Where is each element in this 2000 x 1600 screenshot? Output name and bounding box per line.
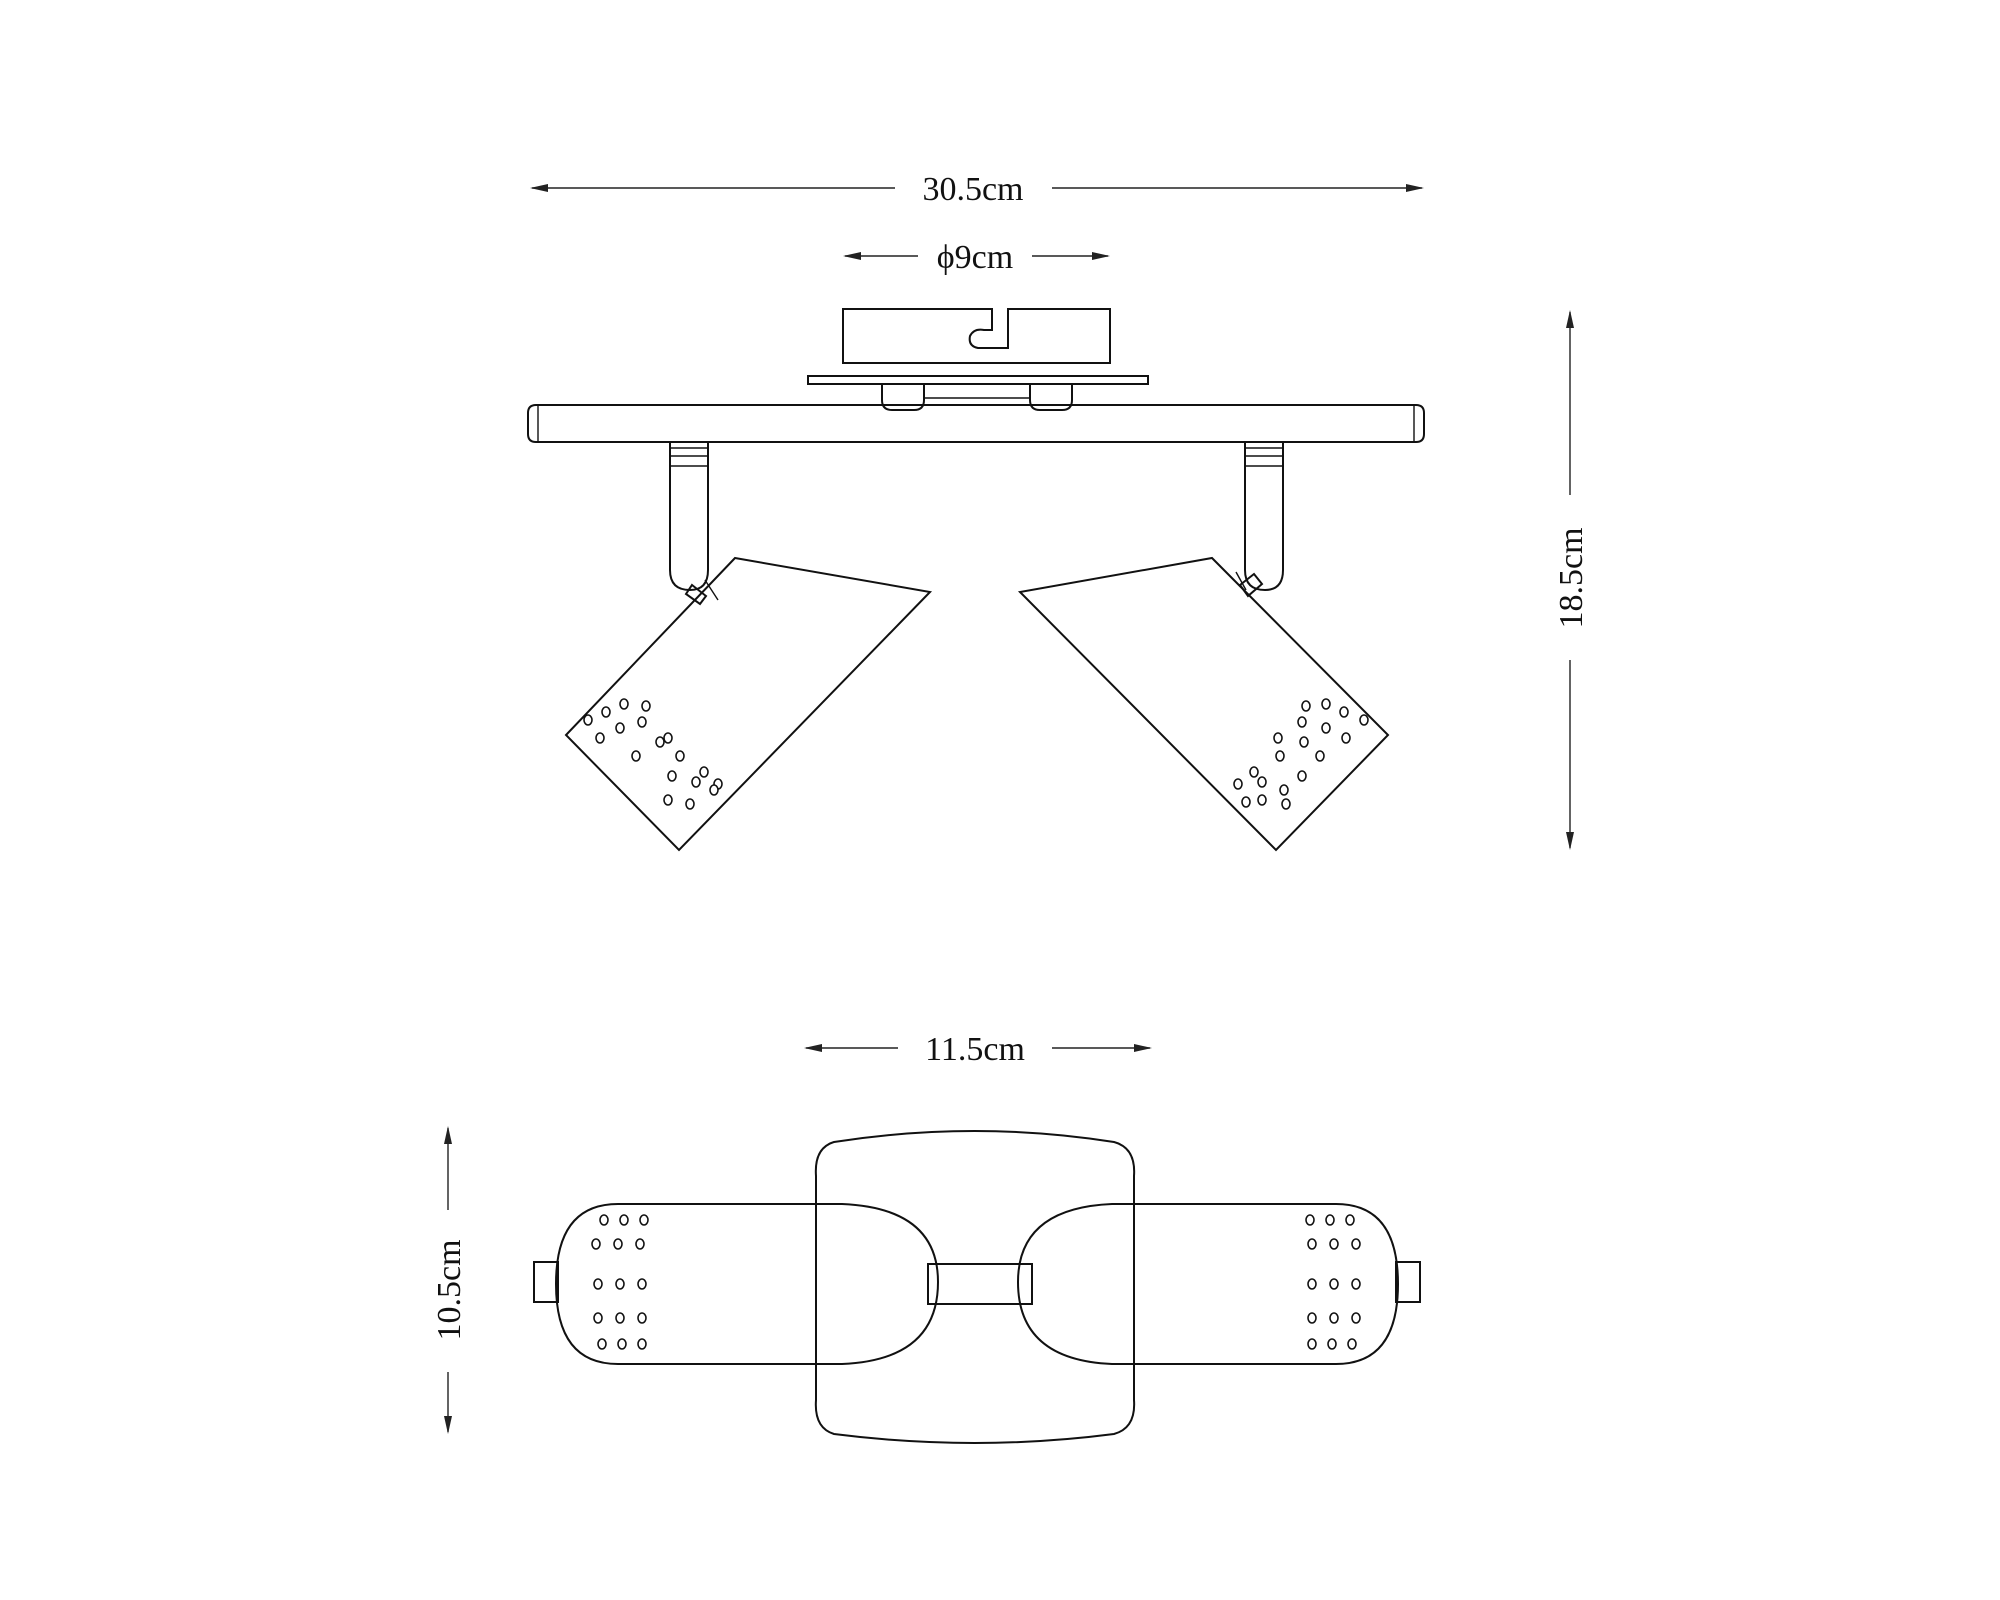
perforation-hole bbox=[593, 1312, 603, 1324]
perforation-hole bbox=[655, 736, 665, 748]
perforation-hole bbox=[1325, 1214, 1335, 1226]
perforation-hole bbox=[1341, 732, 1351, 744]
perforation-hole bbox=[641, 700, 651, 712]
perforation-hole bbox=[1279, 784, 1289, 796]
perforation-hole bbox=[599, 1214, 609, 1226]
perforation-hole bbox=[637, 1278, 647, 1290]
depth-width-label: 11.5cm bbox=[925, 1031, 1025, 1068]
perforation-hole bbox=[615, 1278, 625, 1290]
perforation-hole bbox=[1297, 716, 1307, 728]
perforation-hole bbox=[1329, 1238, 1339, 1250]
perforation-hole bbox=[1297, 770, 1307, 782]
perforation-hole bbox=[1307, 1238, 1317, 1250]
left-shade-top bbox=[554, 1203, 940, 1365]
overall-width-dimension: 30.5cm bbox=[530, 171, 1424, 208]
perforation-hole bbox=[617, 1338, 627, 1350]
perforation-hole bbox=[597, 1338, 607, 1350]
perforation-hole bbox=[601, 706, 611, 718]
height-label: 18.5cm bbox=[1553, 527, 1590, 628]
perforation-hole bbox=[615, 722, 625, 734]
perforation-hole bbox=[1329, 1278, 1339, 1290]
perforation-hole bbox=[1257, 794, 1267, 806]
perforation-hole bbox=[1281, 798, 1291, 810]
perforation-hole bbox=[1307, 1338, 1317, 1350]
right-shade-perforations bbox=[1233, 698, 1369, 810]
depth-height-dimension: 10.5cm bbox=[431, 1126, 468, 1434]
perforation-hole bbox=[663, 794, 673, 806]
perforation-hole bbox=[1305, 1214, 1315, 1226]
perforation-hole bbox=[1327, 1338, 1337, 1350]
center-bar bbox=[927, 1263, 1033, 1305]
perforation-hole bbox=[1315, 750, 1325, 762]
perforation-hole bbox=[1257, 776, 1267, 788]
rail-end-right bbox=[1395, 1261, 1421, 1303]
perforation-hole bbox=[1321, 722, 1331, 734]
left-spotlight bbox=[564, 442, 933, 852]
perforation-hole bbox=[591, 1238, 601, 1250]
perforation-hole bbox=[1351, 1312, 1361, 1324]
perforation-hole bbox=[1347, 1338, 1357, 1350]
perforation-hole bbox=[1301, 700, 1311, 712]
perforation-hole bbox=[1351, 1238, 1361, 1250]
top-view: 11.5cm 10.5cm bbox=[431, 1031, 1421, 1444]
perforation-hole bbox=[685, 798, 695, 810]
perforation-hole bbox=[1299, 736, 1309, 748]
perforation-hole bbox=[699, 766, 709, 778]
perforation-hole bbox=[1329, 1312, 1339, 1324]
canopy-diameter-dimension: ϕ9cm bbox=[843, 239, 1110, 276]
perforation-hole bbox=[667, 770, 677, 782]
perforation-hole bbox=[691, 776, 701, 788]
perforation-hole bbox=[1351, 1278, 1361, 1290]
perforation-hole bbox=[1241, 796, 1251, 808]
perforation-hole bbox=[1345, 1214, 1355, 1226]
perforation-hole bbox=[635, 1238, 645, 1250]
perforation-hole bbox=[631, 750, 641, 762]
depth-height-label: 10.5cm bbox=[431, 1239, 468, 1340]
perforation-hole bbox=[1307, 1312, 1317, 1324]
front-view: 30.5cm ϕ9cm 18.5cm bbox=[527, 171, 1590, 852]
perforation-hole bbox=[663, 732, 673, 744]
perforation-hole bbox=[637, 1312, 647, 1324]
perforation-hole bbox=[1359, 714, 1369, 726]
canopy-diameter-label: ϕ9cm bbox=[937, 239, 1013, 276]
perforation-hole bbox=[595, 732, 605, 744]
right-spotlight bbox=[1017, 442, 1390, 852]
left-shade-top-perforations bbox=[591, 1214, 649, 1350]
rail-end-left bbox=[533, 1261, 559, 1303]
perforation-hole bbox=[1321, 698, 1331, 710]
ceiling-canopy bbox=[807, 308, 1149, 411]
perforation-hole bbox=[593, 1278, 603, 1290]
perforation-hole bbox=[709, 784, 719, 796]
height-dimension: 18.5cm bbox=[1553, 310, 1590, 850]
mounting-rail bbox=[527, 404, 1425, 443]
perforation-hole bbox=[1233, 778, 1243, 790]
perforation-hole bbox=[619, 1214, 629, 1226]
perforation-hole bbox=[1273, 732, 1283, 744]
perforation-hole bbox=[639, 1214, 649, 1226]
right-shade-top bbox=[1016, 1203, 1400, 1365]
perforation-hole bbox=[675, 750, 685, 762]
depth-width-dimension: 11.5cm bbox=[804, 1031, 1152, 1068]
left-shade-perforations bbox=[583, 698, 723, 810]
perforation-hole bbox=[619, 698, 629, 710]
perforation-hole bbox=[637, 1338, 647, 1350]
perforation-hole bbox=[1275, 750, 1285, 762]
perforation-hole bbox=[637, 716, 647, 728]
canopy-plate bbox=[814, 1130, 1136, 1444]
overall-width-label: 30.5cm bbox=[922, 171, 1023, 208]
perforation-hole bbox=[1307, 1278, 1317, 1290]
perforation-hole bbox=[1249, 766, 1259, 778]
perforation-hole bbox=[615, 1312, 625, 1324]
perforation-hole bbox=[613, 1238, 623, 1250]
perforation-hole bbox=[583, 714, 593, 726]
perforation-hole bbox=[1339, 706, 1349, 718]
right-shade-top-perforations bbox=[1305, 1214, 1361, 1350]
